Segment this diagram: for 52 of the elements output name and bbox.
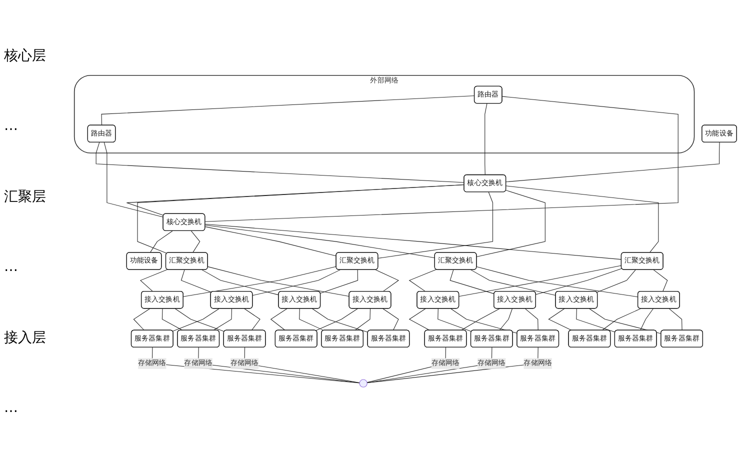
connector bbox=[668, 308, 682, 331]
connector bbox=[450, 270, 494, 294]
connector bbox=[208, 266, 350, 297]
connector bbox=[476, 190, 546, 258]
layer-label: 核心层 bbox=[4, 46, 47, 65]
connector bbox=[96, 142, 464, 184]
connector bbox=[312, 308, 368, 333]
connector bbox=[378, 192, 494, 259]
connector bbox=[640, 308, 654, 331]
connector bbox=[499, 308, 513, 331]
connector bbox=[476, 266, 638, 298]
connector bbox=[252, 270, 340, 296]
connector bbox=[299, 308, 324, 331]
connector bbox=[354, 308, 371, 331]
connector bbox=[162, 308, 183, 331]
connector bbox=[183, 266, 337, 298]
connector bbox=[202, 270, 279, 296]
connector bbox=[150, 230, 173, 254]
connector bbox=[596, 270, 636, 293]
layer-label: 汇聚层 bbox=[4, 188, 47, 206]
connector bbox=[588, 308, 662, 334]
connector bbox=[140, 269, 168, 292]
connector bbox=[204, 226, 337, 257]
connector bbox=[104, 142, 164, 218]
connector bbox=[602, 308, 641, 331]
connector bbox=[204, 96, 678, 222]
connector bbox=[524, 308, 538, 331]
connector bbox=[506, 142, 720, 182]
connector bbox=[137, 184, 464, 254]
connector bbox=[204, 225, 436, 258]
connector bbox=[536, 268, 622, 296]
connector bbox=[438, 308, 472, 332]
connector bbox=[470, 270, 556, 296]
connector bbox=[172, 308, 220, 332]
layer-label: 接入层 bbox=[4, 328, 47, 347]
connector bbox=[320, 270, 358, 294]
connector bbox=[180, 270, 212, 293]
connector bbox=[484, 104, 488, 176]
connector bbox=[506, 186, 659, 254]
connector bbox=[576, 308, 616, 333]
layer-label: … bbox=[4, 118, 19, 134]
layer-label: … bbox=[4, 400, 19, 416]
connector bbox=[101, 96, 475, 126]
connector bbox=[204, 224, 622, 260]
connector bbox=[458, 265, 622, 297]
connector bbox=[315, 308, 358, 332]
connector bbox=[212, 308, 232, 331]
connector bbox=[460, 308, 500, 331]
node-circle bbox=[359, 380, 368, 388]
connector bbox=[450, 308, 518, 334]
connector bbox=[174, 308, 225, 332]
layer-label: … bbox=[4, 259, 19, 276]
